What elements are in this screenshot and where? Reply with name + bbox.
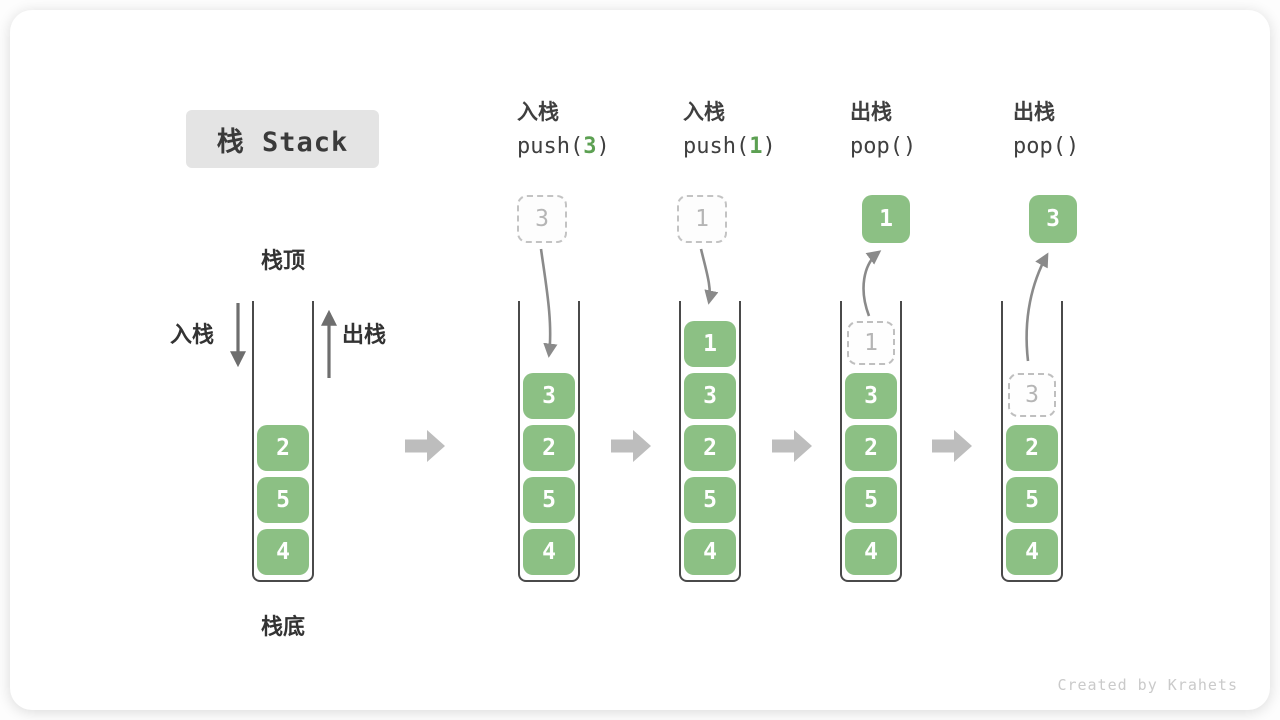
pop-direction-label: 出栈 (342, 323, 387, 348)
op-name: 出栈 (850, 100, 892, 124)
stack-cell: 3 (684, 373, 736, 419)
op-name: 出栈 (1013, 100, 1055, 124)
stack-cell: 2 (257, 425, 309, 471)
stack-cell: 2 (1006, 425, 1058, 471)
op-call: pop() (1013, 134, 1080, 159)
op-label-pop-1: 出栈 pop() (850, 97, 1020, 160)
incoming-element-box: 3 (517, 195, 567, 243)
op-arg: 3 (583, 134, 597, 159)
stack-top-label: 栈顶 (260, 249, 305, 274)
stack-cell: 2 (684, 425, 736, 471)
stack-cell: 5 (257, 477, 309, 523)
op-call: push(1) (683, 134, 776, 159)
op-call: push(3) (517, 134, 610, 159)
op-label-push3: 入栈 push(3) (517, 97, 687, 160)
op-call: pop() (850, 134, 917, 159)
popped-element-box: 1 (862, 195, 910, 243)
stack-bottom-label: 栈底 (260, 615, 305, 640)
stack-cell-ghost: 1 (847, 321, 895, 365)
stack-cell: 3 (523, 373, 575, 419)
popped-element-box: 3 (1029, 195, 1077, 243)
op-name: 入栈 (683, 100, 725, 124)
stack-cell: 5 (845, 477, 897, 523)
stack-cell: 5 (684, 477, 736, 523)
stack-cell-ghost: 3 (1008, 373, 1056, 417)
stack-cell: 2 (845, 425, 897, 471)
diagram-title-text: 栈 Stack (216, 126, 349, 158)
stack-cell: 1 (684, 321, 736, 367)
watermark: Created by Krahets (1057, 676, 1238, 694)
stack-cell: 5 (523, 477, 575, 523)
stack-cell: 4 (845, 529, 897, 575)
op-arg: 1 (749, 134, 763, 159)
diagram-title: 栈 Stack (186, 110, 379, 168)
push-direction-label: 入栈 (170, 323, 215, 348)
stack-cell: 3 (845, 373, 897, 419)
incoming-element-box: 1 (677, 195, 727, 243)
op-name: 入栈 (517, 100, 559, 124)
stack-cell: 2 (523, 425, 575, 471)
stack-cell: 4 (257, 529, 309, 575)
op-label-pop-2: 出栈 pop() (1013, 97, 1183, 160)
stack-cell: 5 (1006, 477, 1058, 523)
stack-cell: 4 (523, 529, 575, 575)
stack-cell: 4 (1006, 529, 1058, 575)
op-label-push1: 入栈 push(1) (683, 97, 853, 160)
stack-cell: 4 (684, 529, 736, 575)
